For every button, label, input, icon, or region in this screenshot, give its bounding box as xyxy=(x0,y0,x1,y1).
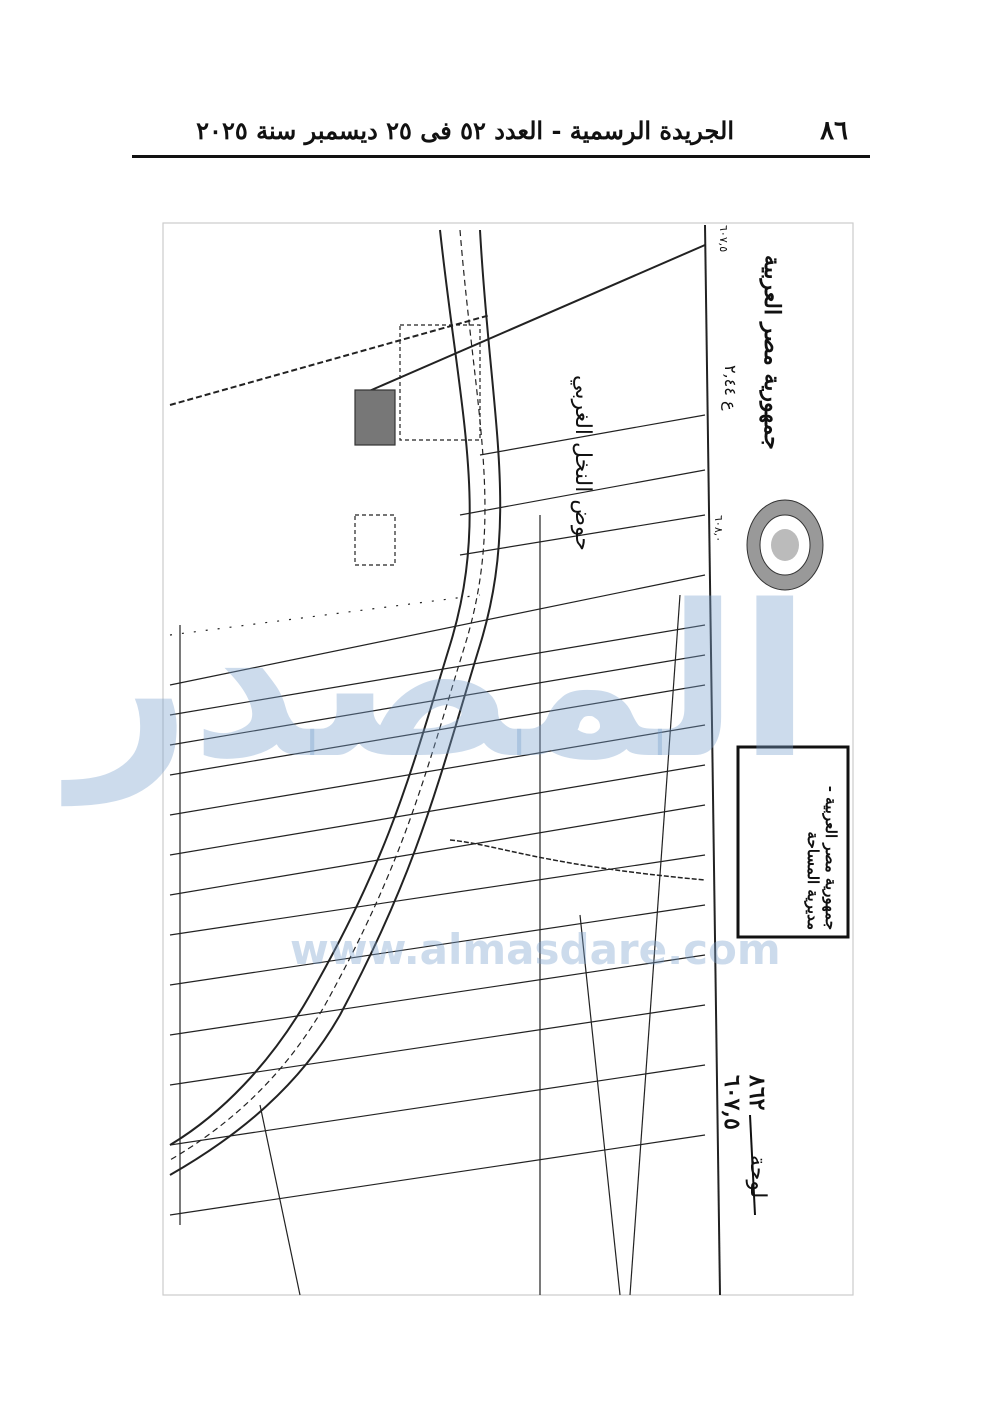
page-title: الجريدة الرسمية - العدد ٥٢ فى ٢٥ ديسمبر … xyxy=(196,116,734,145)
official-seal xyxy=(746,499,824,591)
grid-mid-label: ٦٠٨,٠ xyxy=(712,515,725,543)
watermark-logo: المصدر xyxy=(70,560,811,805)
sheet-number: ٨٦٢ xyxy=(744,1075,770,1111)
handwritten-note: ع ٢,٤٤ xyxy=(721,365,740,411)
map-frame xyxy=(162,222,854,1296)
sheet-label: لوحة xyxy=(745,1155,770,1199)
cadastral-map: جمهورية مصر العربية حوض النخل الغربي ع ٢… xyxy=(160,215,855,1300)
hatched-building xyxy=(354,389,396,446)
page-header: ٨٦ الجريدة الرسمية - العدد ٥٢ فى ٢٥ ديسم… xyxy=(132,112,870,152)
watermark-url: www.almasdare.com xyxy=(290,925,781,974)
sheet-coordinate: ٦٠٧,٥ xyxy=(719,1075,745,1130)
country-heading: جمهورية مصر العربية xyxy=(759,255,785,450)
header-divider xyxy=(132,155,870,158)
basin-label: حوض النخل الغربي xyxy=(570,375,595,551)
approval-stamp-box xyxy=(736,745,850,939)
sheet-border-line xyxy=(704,224,721,1296)
grid-top-label: ٦٠٧,٥ xyxy=(717,225,730,253)
map-drawing xyxy=(162,222,854,1296)
page-number: ٨٦ xyxy=(820,116,848,146)
